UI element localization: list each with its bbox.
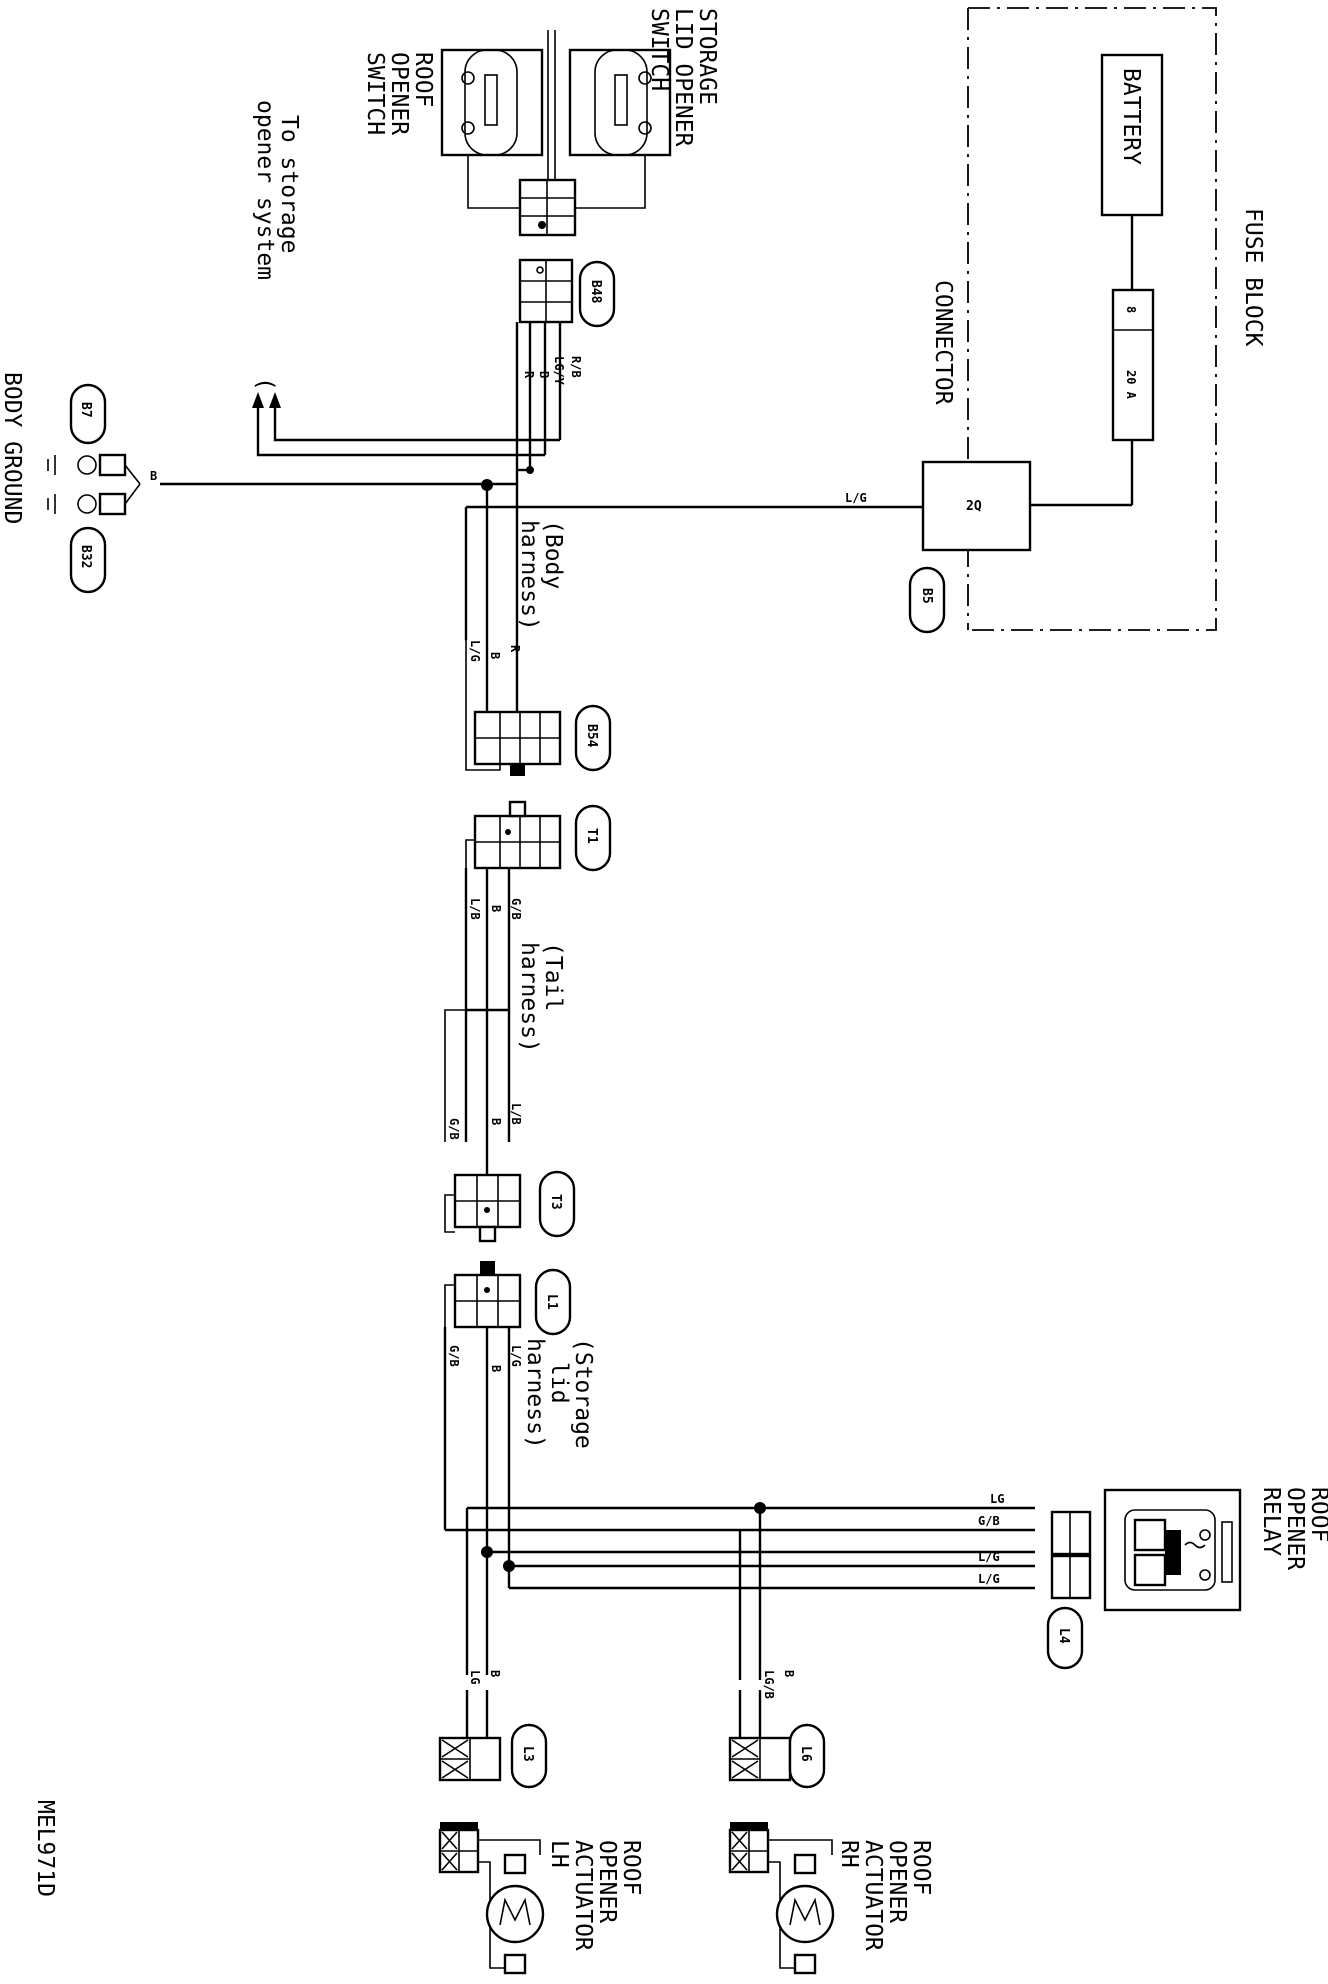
- roof-opener-relay: ROOF OPENER RELAY L4: [1046, 1487, 1328, 1670]
- relay-label-2: OPENER: [1282, 1487, 1308, 1570]
- connector-id-l3: L3: [520, 1746, 535, 1762]
- storage-system-paren: (: [252, 377, 278, 391]
- fuse-8: 8 20 A: [1030, 288, 1155, 507]
- connector-b5: 2Q CONNECTOR B5: [908, 280, 1032, 634]
- diagram-id: MEL971D: [32, 1800, 58, 1897]
- storage-lid-switch-label-1: STORAGE: [694, 8, 720, 105]
- body-harness-label-1: (Body: [540, 520, 566, 589]
- tail-harness-label-1: (Tail: [540, 942, 566, 1011]
- relay-label-3: RELAY: [1258, 1487, 1284, 1556]
- connector-t3: T3: [444, 1170, 576, 1243]
- wire-label-lid-b: B: [489, 1365, 503, 1372]
- roof-opener-switch: ROOF OPENER SWITCH: [362, 48, 544, 157]
- connector-id-b7: B7: [78, 402, 93, 418]
- storage-lid-opener-switch: STORAGE LID OPENER SWITCH: [568, 8, 720, 157]
- storage-system-label-2: opener system: [252, 100, 278, 280]
- wire-label-rh-b: B: [782, 1670, 796, 1677]
- body-ground-label: BODY GROUND: [0, 372, 25, 524]
- wire-label-b48-lgy: LG/Y: [552, 356, 566, 386]
- connector-l1: L1: [444, 1261, 572, 1336]
- fuse-block: FUSE BLOCK: [967, 7, 1266, 631]
- connector-id-l4: L4: [1056, 1628, 1071, 1644]
- connector-id-l1: L1: [544, 1294, 559, 1310]
- storage-lid-harness-label-3: harness): [522, 1338, 548, 1449]
- body-harness-label-2: harness): [516, 520, 542, 631]
- connector-id-t3: T3: [548, 1194, 563, 1210]
- wire-label-lh-b: B: [488, 1670, 502, 1677]
- wire-label-tail-b: B: [489, 905, 503, 912]
- roof-opener-switch-label-3: SWITCH: [362, 52, 388, 135]
- wire-label-b48-rb: R/B: [569, 356, 583, 378]
- connector-id-t1: T1: [584, 828, 599, 844]
- storage-system-label-1: To storage: [276, 115, 302, 253]
- tail-harness-label-2: harness): [516, 942, 542, 1053]
- wire-label-body-lg: L/G: [468, 640, 482, 662]
- actuator-rh-label-3: ACTUATOR: [860, 1840, 886, 1951]
- connector-id-b54: B54: [584, 724, 599, 748]
- fuse-rating: 20 A: [1124, 370, 1138, 400]
- relay-label-1: ROOF: [1306, 1487, 1328, 1542]
- wire-label-b48-b: B: [537, 371, 551, 378]
- connector-id-b48: B48: [588, 280, 603, 304]
- wire-label-rh-lgb: LG/B: [762, 1670, 776, 1699]
- wire-label-relay-lg2: L/G: [978, 1572, 1000, 1586]
- actuator-rh-label-2: OPENER: [884, 1840, 910, 1923]
- battery: BATTERY: [1100, 53, 1164, 290]
- connector-label: CONNECTOR: [930, 280, 956, 405]
- wire-label-lh-lg: LG: [468, 1670, 482, 1684]
- connector-id-b5: B5: [919, 588, 934, 604]
- wire-label-tail-gb: G/B: [509, 898, 523, 920]
- wire-label-tail2-lb: L/B: [509, 1103, 523, 1125]
- connector-l3: L3: [438, 1723, 548, 1789]
- actuator-rh-label-1: ROOF: [908, 1840, 934, 1895]
- wire-label-b48-r: R: [522, 371, 536, 379]
- wire-label-lid-lg: L/G: [509, 1345, 523, 1367]
- storage-lid-harness-label-1: (Storage: [570, 1338, 596, 1449]
- connector-l6: L6: [728, 1723, 826, 1789]
- wire-label-body-r: R: [508, 645, 522, 653]
- actuator-rh: ROOF OPENER ACTUATOR RH: [728, 1822, 934, 1975]
- wire-label-relay-lg: LG: [990, 1492, 1004, 1506]
- wire-label-tail2-b: B: [489, 1118, 503, 1125]
- actuator-lh: ROOF OPENER ACTUATOR LH: [438, 1822, 644, 1975]
- fuse-number: 8: [1124, 306, 1138, 313]
- connector-id-b32: B32: [78, 545, 93, 568]
- body-ground: B B7 B32 BODY GROUND: [0, 372, 517, 594]
- connector-id-l6: L6: [798, 1746, 813, 1762]
- actuator-lh-label-2: OPENER: [594, 1840, 620, 1923]
- actuator-lh-label-1: ROOF: [618, 1840, 644, 1895]
- actuator-lh-label-3: ACTUATOR: [570, 1840, 596, 1951]
- storage-lid-harness-label-2: lid: [546, 1362, 572, 1404]
- battery-label: BATTERY: [1118, 68, 1144, 165]
- wire-label-tail-lb: L/B: [468, 898, 482, 920]
- actuator-lh-label-4: LH: [546, 1840, 572, 1868]
- wire-label-tail2-gb: G/B: [447, 1118, 461, 1140]
- wire-label-lg-feed: L/G: [845, 491, 867, 505]
- connector-t1: T1: [465, 800, 612, 872]
- wire-label-relay-gb: G/B: [978, 1514, 1000, 1528]
- fuse-block-label: FUSE BLOCK: [1240, 208, 1266, 347]
- actuator-rh-label-4: RH: [836, 1840, 862, 1868]
- storage-lid-switch-label-2: LID OPENER: [670, 8, 696, 147]
- storage-lid-switch-label-3: SWITCH: [646, 8, 672, 91]
- wire-label-body-b: B: [488, 652, 502, 659]
- connector-pin: 2Q: [966, 499, 982, 514]
- roof-opener-switch-label-1: ROOF: [410, 52, 436, 107]
- connector-b48: B48: [518, 258, 616, 328]
- wire-label-lid-gb: G/B: [447, 1345, 461, 1367]
- wire-label-ground: B: [150, 469, 157, 483]
- roof-opener-switch-label-2: OPENER: [386, 52, 412, 135]
- connector-b54: B54: [465, 640, 612, 776]
- wire-label-relay-lg1: L/G: [978, 1550, 1000, 1564]
